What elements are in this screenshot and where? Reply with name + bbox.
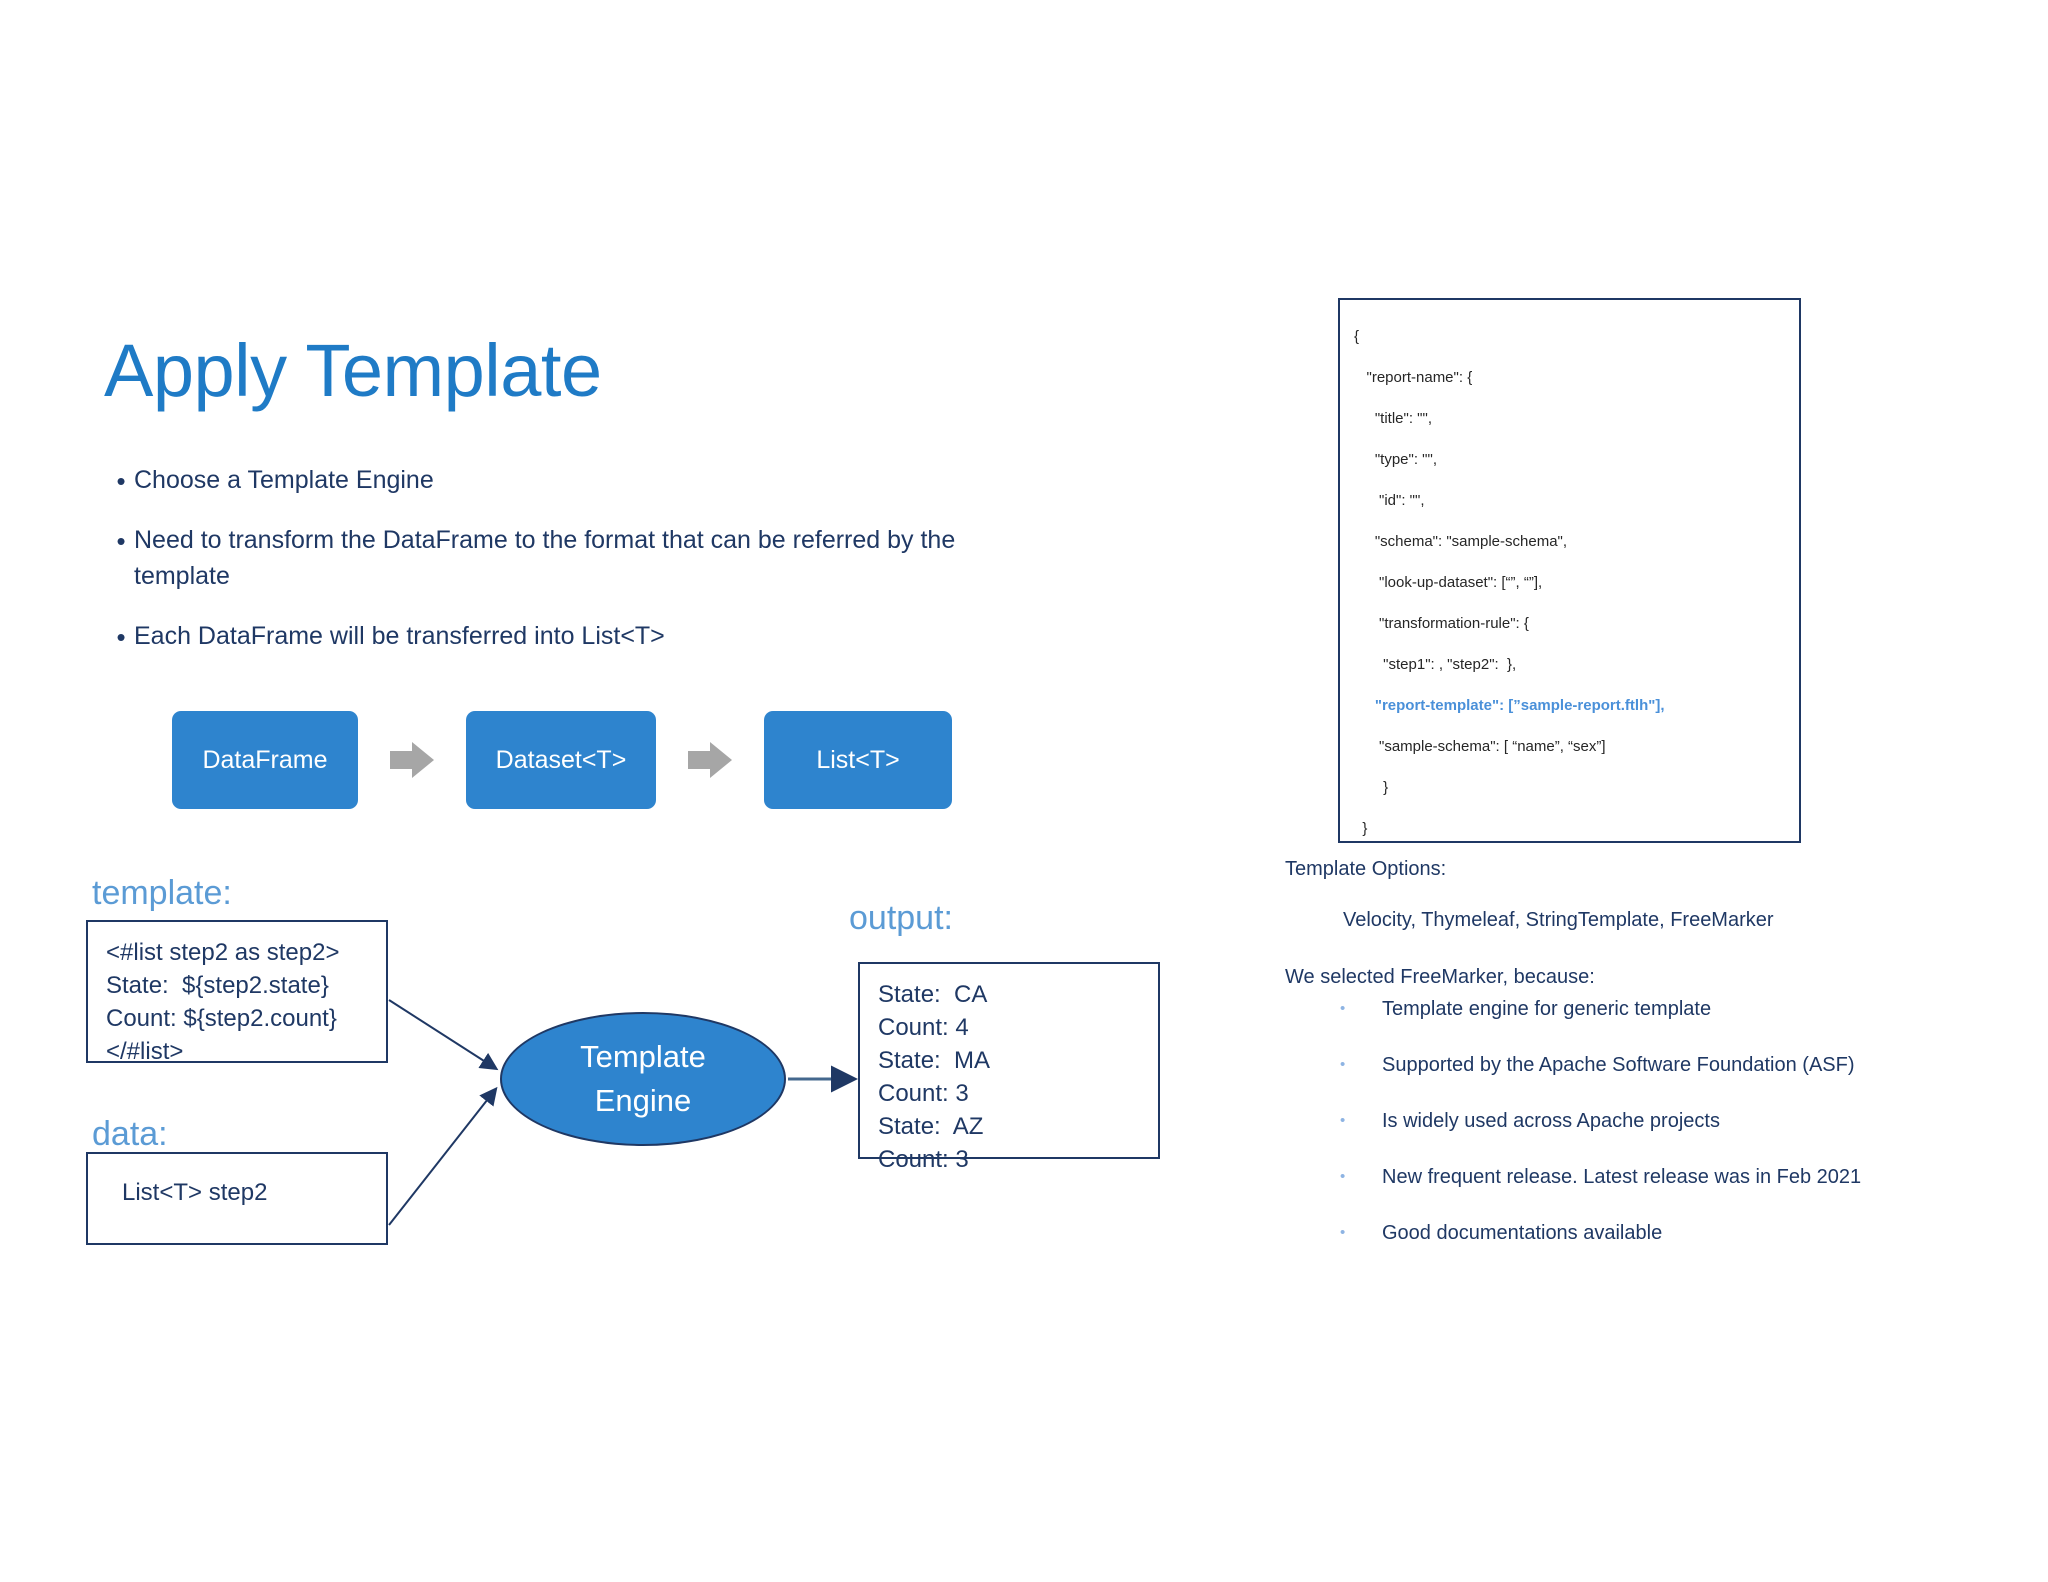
code-line: <#list step2 as step2> (106, 939, 340, 966)
template-options-heading: Template Options: (1285, 858, 1447, 880)
template-options-engines: Velocity, Thymeleaf, StringTemplate, Fre… (1343, 909, 1774, 931)
bullet-dot-icon: • (116, 622, 126, 652)
json-line-report-template: "report-template": [”sample-report.ftlh"… (1354, 697, 1665, 714)
json-line: "id": "", (1354, 492, 1425, 509)
list-item: • Need to transform the DataFrame to the… (108, 522, 1038, 594)
template-code-box: <#list step2 as step2> State: ${step2.st… (86, 920, 388, 1065)
list-item: • Choose a Template Engine (108, 462, 1038, 498)
code-line: Count: 4 (878, 1014, 969, 1041)
code-line: State: CA (878, 981, 988, 1008)
json-line: { (1354, 328, 1360, 345)
json-line: "type": "", (1354, 451, 1437, 468)
template-engine-label-line2: Engine (594, 1083, 692, 1118)
code-line: State: MA (878, 1047, 991, 1074)
page-title: Apply Template (104, 329, 602, 412)
code-line: Count: 3 (878, 1146, 969, 1173)
json-line: "sample-schema": [ “name”, “sex”] (1354, 738, 1606, 755)
code-line: State: AZ (878, 1113, 984, 1140)
output-code-box: State: CA Count: 4 State: MA Count: 3 St… (858, 962, 1160, 1173)
code-line: State: ${step2.state} (106, 972, 329, 999)
template-engine-node: Template Engine (500, 1012, 786, 1146)
data-section-label: data: (92, 1115, 168, 1153)
code-line: List<T> step2 (122, 1179, 268, 1206)
json-line: } (1354, 820, 1368, 837)
list-item-label: Supported by the Apache Software Foundat… (1382, 1054, 1855, 1076)
bullet-dot-icon: • (1340, 1056, 1346, 1073)
code-line: </#list> (106, 1038, 184, 1065)
flow-step-label: DataFrame (202, 745, 328, 774)
flow-step-dataframe: DataFrame (172, 711, 358, 809)
json-config-card: { "report-name": { "title": "", "type": … (1338, 298, 1801, 843)
bullet-dot-icon: • (1340, 1224, 1346, 1241)
list-item: • New frequent release. Latest release w… (1340, 1163, 2040, 1191)
list-item-label: Need to transform the DataFrame to the f… (134, 526, 956, 590)
right-arrow-icon (688, 742, 732, 778)
list-item: • Good documentations available (1340, 1219, 2040, 1247)
bullet-dot-icon: • (116, 526, 126, 556)
right-arrow-icon (390, 742, 434, 778)
bullet-dot-icon: • (116, 466, 126, 496)
json-line: "look-up-dataset": [“”, “”], (1354, 574, 1543, 591)
list-item-label: New frequent release. Latest release was… (1382, 1166, 1862, 1188)
json-line: "transformation-rule": { (1354, 615, 1529, 632)
list-item: • Each DataFrame will be transferred int… (108, 618, 1038, 654)
json-line: "title": "", (1354, 410, 1432, 427)
flow-step-label: List<T> (816, 745, 900, 774)
output-section-label: output: (849, 899, 953, 937)
json-line: } (1354, 779, 1389, 796)
data-code-box: List<T> step2 (86, 1152, 388, 1245)
list-item: • Supported by the Apache Software Found… (1340, 1051, 2040, 1079)
json-line: "schema": "sample-schema", (1354, 533, 1568, 550)
selected-engine-heading: We selected FreeMarker, because: (1285, 966, 1595, 988)
list-item-label: Choose a Template Engine (134, 466, 434, 494)
flow-step-list: List<T> (764, 711, 952, 809)
flow-step-dataset: Dataset<T> (466, 711, 656, 809)
intro-bullet-list: • Choose a Template Engine • Need to tra… (108, 462, 1038, 678)
template-options-block: Template Options: Velocity, Thymeleaf, S… (1285, 855, 2005, 1008)
json-line: "report-name": { (1354, 369, 1473, 386)
list-item-label: Good documentations available (1382, 1222, 1663, 1244)
bullet-dot-icon: • (1340, 1112, 1346, 1129)
list-item-label: Each DataFrame will be transferred into … (134, 622, 665, 650)
list-item-label: Is widely used across Apache projects (1382, 1110, 1720, 1132)
list-item-label: Template engine for generic template (1382, 998, 1712, 1020)
bullet-dot-icon: • (1340, 1168, 1346, 1185)
template-engine-label-line1: Template (580, 1039, 706, 1074)
conversion-flow: DataFrame Dataset<T> List<T> (172, 711, 952, 809)
bullet-dot-icon: • (1340, 1000, 1346, 1017)
flow-step-label: Dataset<T> (495, 745, 627, 774)
json-line: "step1": , "step2": }, (1354, 656, 1517, 673)
code-line: Count: 3 (878, 1080, 969, 1107)
template-section-label: template: (92, 874, 232, 912)
code-line: Count: ${step2.count} (106, 1005, 337, 1032)
list-item: • Template engine for generic template (1340, 995, 2040, 1023)
list-item: • Is widely used across Apache projects (1340, 1107, 2040, 1135)
reason-bullet-list: • Template engine for generic template •… (1340, 995, 2040, 1275)
